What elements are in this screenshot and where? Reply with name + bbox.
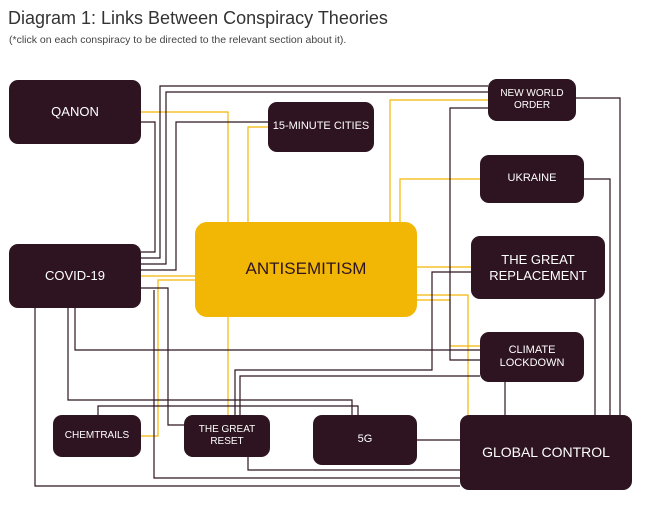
- node-antisemitism[interactable]: ANTISEMITISM: [195, 222, 417, 317]
- node-global-control[interactable]: GLOBAL CONTROL: [460, 415, 632, 490]
- node-qanon[interactable]: QANON: [9, 80, 141, 144]
- link-replacement-reset: [234, 271, 471, 415]
- node-chemtrails[interactable]: CHEMTRAILS: [53, 415, 141, 457]
- node-great-replacement[interactable]: THE GREAT REPLACEMENT: [471, 236, 605, 299]
- link-covid-global: [34, 308, 460, 487]
- link-nwo-global: [576, 97, 621, 415]
- link-climate-antisemitism: [417, 299, 480, 347]
- node-covid-19[interactable]: COVID-19: [9, 244, 141, 308]
- dark-links: [34, 85, 621, 487]
- diagram-title: Diagram 1: Links Between Conspiracy Theo…: [8, 8, 388, 28]
- link-qanon-antisemitism: [141, 111, 229, 222]
- link-qanon-global: [153, 290, 460, 479]
- link-covid-5g: [67, 308, 353, 415]
- link-global-antisemitism: [417, 294, 469, 415]
- link-covid-nwo: [141, 85, 488, 259]
- node-great-reset[interactable]: THE GREAT RESET: [184, 415, 270, 457]
- node-5g[interactable]: 5G: [313, 415, 417, 465]
- link-covid-15min: [141, 121, 268, 271]
- link-15min-antisemitism: [247, 126, 268, 222]
- node-climate-lockdown[interactable]: CLIMATE LOCKDOWN: [480, 332, 584, 382]
- link-ukraine-antisemitism: [399, 178, 480, 222]
- node-new-world-order[interactable]: NEW WORLD ORDER: [488, 79, 576, 121]
- link-reset-global: [247, 457, 460, 471]
- link-qanon-covid: [141, 121, 156, 253]
- node-ukraine[interactable]: UKRAINE: [480, 155, 584, 203]
- link-nwo-climate: [449, 107, 488, 361]
- link-nwo-antisemitism: [389, 99, 488, 222]
- link-climate-reset: [239, 375, 480, 415]
- link-chem-antisemitism: [141, 279, 195, 437]
- gold-links: [141, 99, 488, 437]
- link-covid-reset: [141, 287, 184, 426]
- link-covid-nwo-2: [141, 91, 488, 265]
- link-chem-5g: [97, 405, 359, 415]
- node-15-minute-cities[interactable]: 15-MINUTE CITIES: [268, 102, 374, 152]
- link-ukraine-global: [584, 178, 611, 415]
- diagram-subtitle: (*click on each conspiracy to be directe…: [9, 34, 347, 46]
- link-covid-climate: [74, 308, 480, 351]
